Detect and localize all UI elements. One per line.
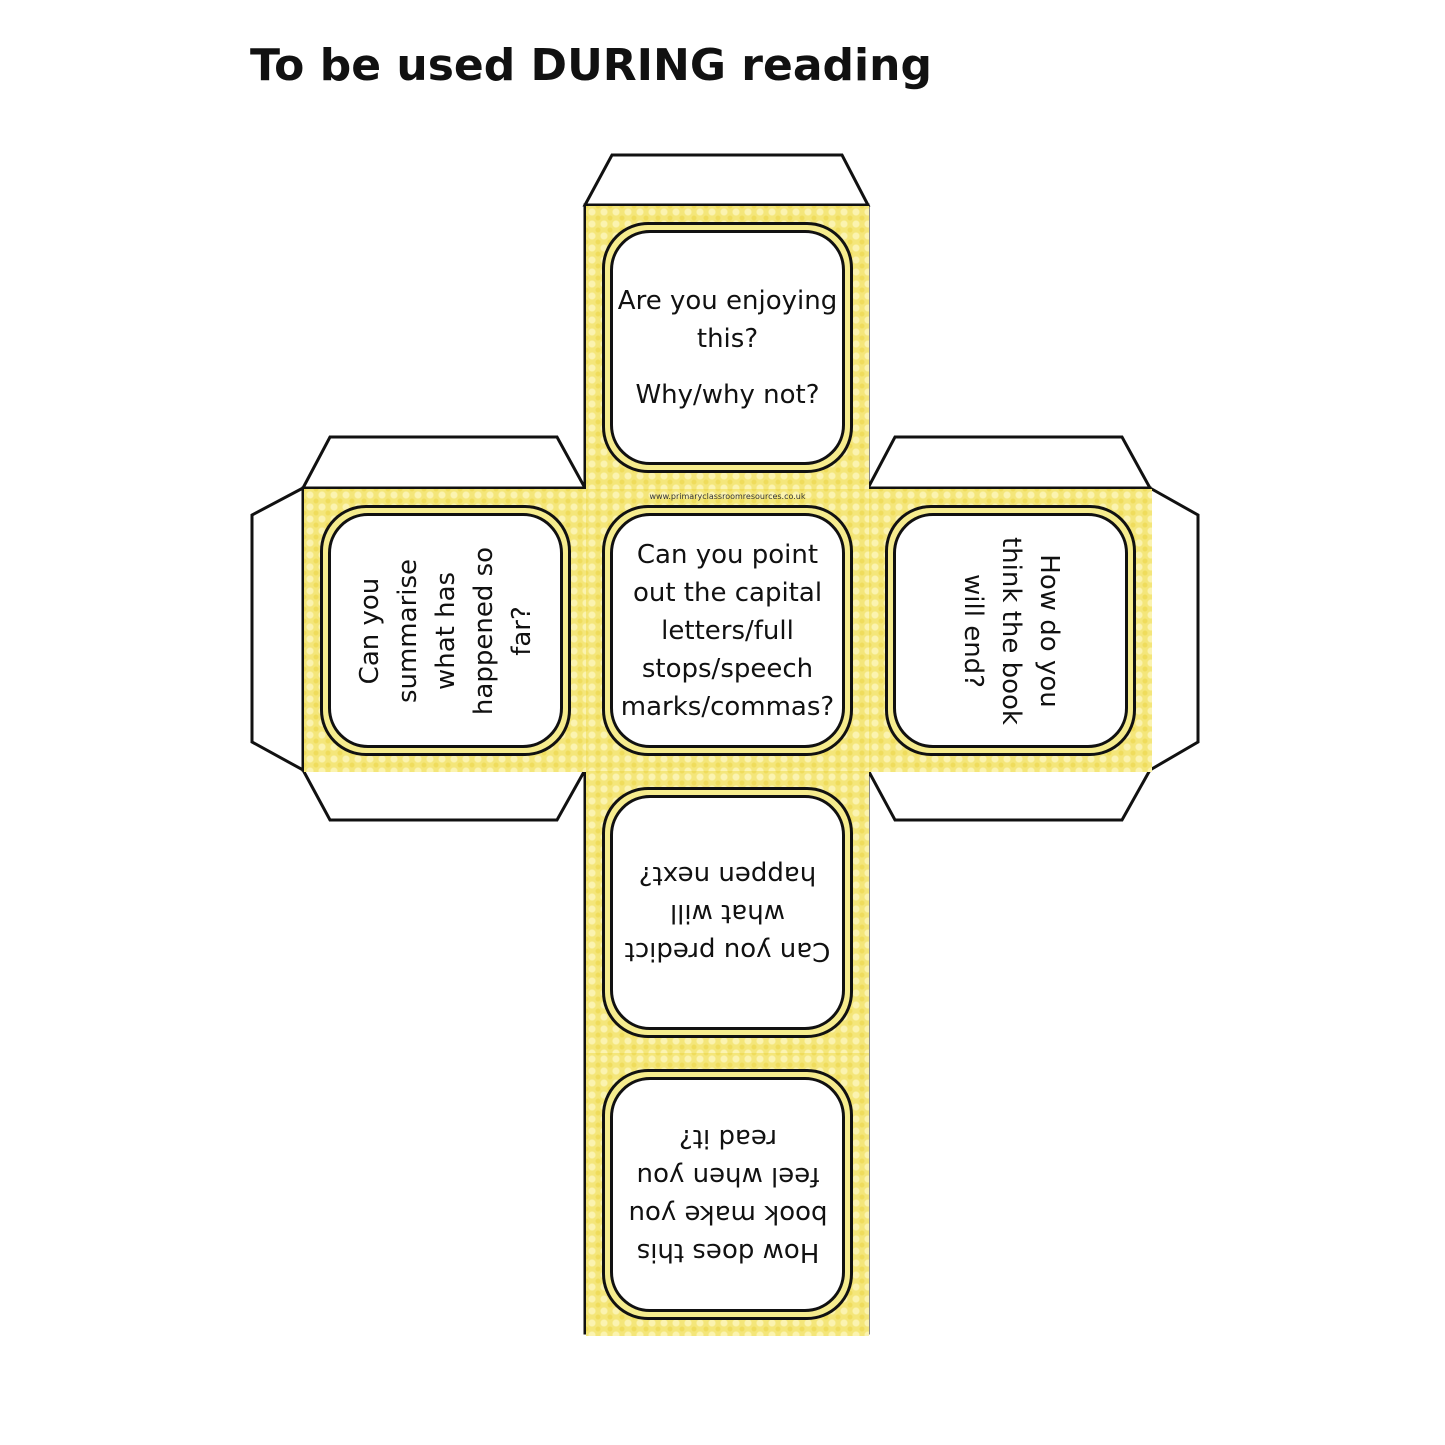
tab-left-side	[250, 485, 305, 773]
face-right: How do you think the book will end?	[869, 489, 1152, 772]
face-bottom-question: How does this book make you feel when yo…	[627, 1122, 828, 1267]
tab-right-top	[865, 435, 1153, 490]
tab-top	[582, 153, 871, 207]
tab-left-top	[300, 435, 588, 490]
page-title: To be used DURING reading	[250, 40, 932, 91]
tab-right-bottom	[865, 768, 1153, 822]
tab-right-side	[1148, 485, 1200, 773]
tab-left-bottom	[300, 768, 588, 822]
face-top-question: Are you enjoying this?	[617, 285, 838, 354]
face-left-question: Can you summarise what has happened so f…	[354, 546, 537, 715]
face-center-question: Can you point out the capital letters/fu…	[620, 539, 835, 722]
face-top: Are you enjoying this? Why/why not?	[586, 206, 869, 489]
face-center: www.primaryclassroomresources.co.uk Can …	[586, 489, 869, 772]
face-below: Can you predict what will happen next?	[586, 771, 869, 1054]
face-left: Can you summarise what has happened so f…	[304, 489, 587, 772]
face-bottom: How does this book make you feel when yo…	[586, 1053, 869, 1336]
face-below-question: Can you predict what will happen next?	[624, 859, 831, 966]
face-right-question: How do you think the book will end?	[957, 536, 1064, 725]
face-top-followup: Why/why not?	[635, 379, 820, 410]
watermark: www.primaryclassroomresources.co.uk	[649, 492, 806, 501]
